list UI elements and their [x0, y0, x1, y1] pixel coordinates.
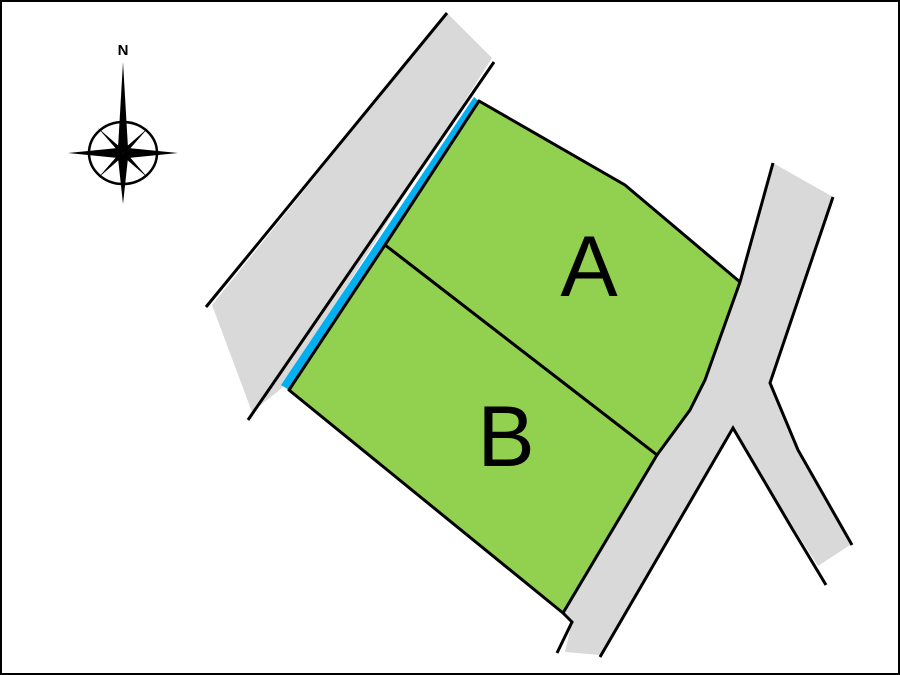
- lot-a-label: A: [560, 219, 618, 315]
- compass-north-label: N: [118, 42, 129, 59]
- waterway: [281, 97, 481, 390]
- lot-b-label: B: [477, 389, 534, 485]
- road-right-edge-east: [768, 196, 854, 546]
- road-right: [563, 163, 850, 655]
- north-arrow-compass-icon: N: [68, 42, 178, 204]
- road-left: [212, 13, 492, 412]
- road-branch-edge: [598, 425, 828, 658]
- road-right-edge: [738, 162, 775, 283]
- road-left-edge-outer: [204, 12, 449, 308]
- lot-b[interactable]: [287, 243, 659, 615]
- road-left-edge-inner: [246, 61, 496, 421]
- road-corner-edge: [555, 611, 574, 654]
